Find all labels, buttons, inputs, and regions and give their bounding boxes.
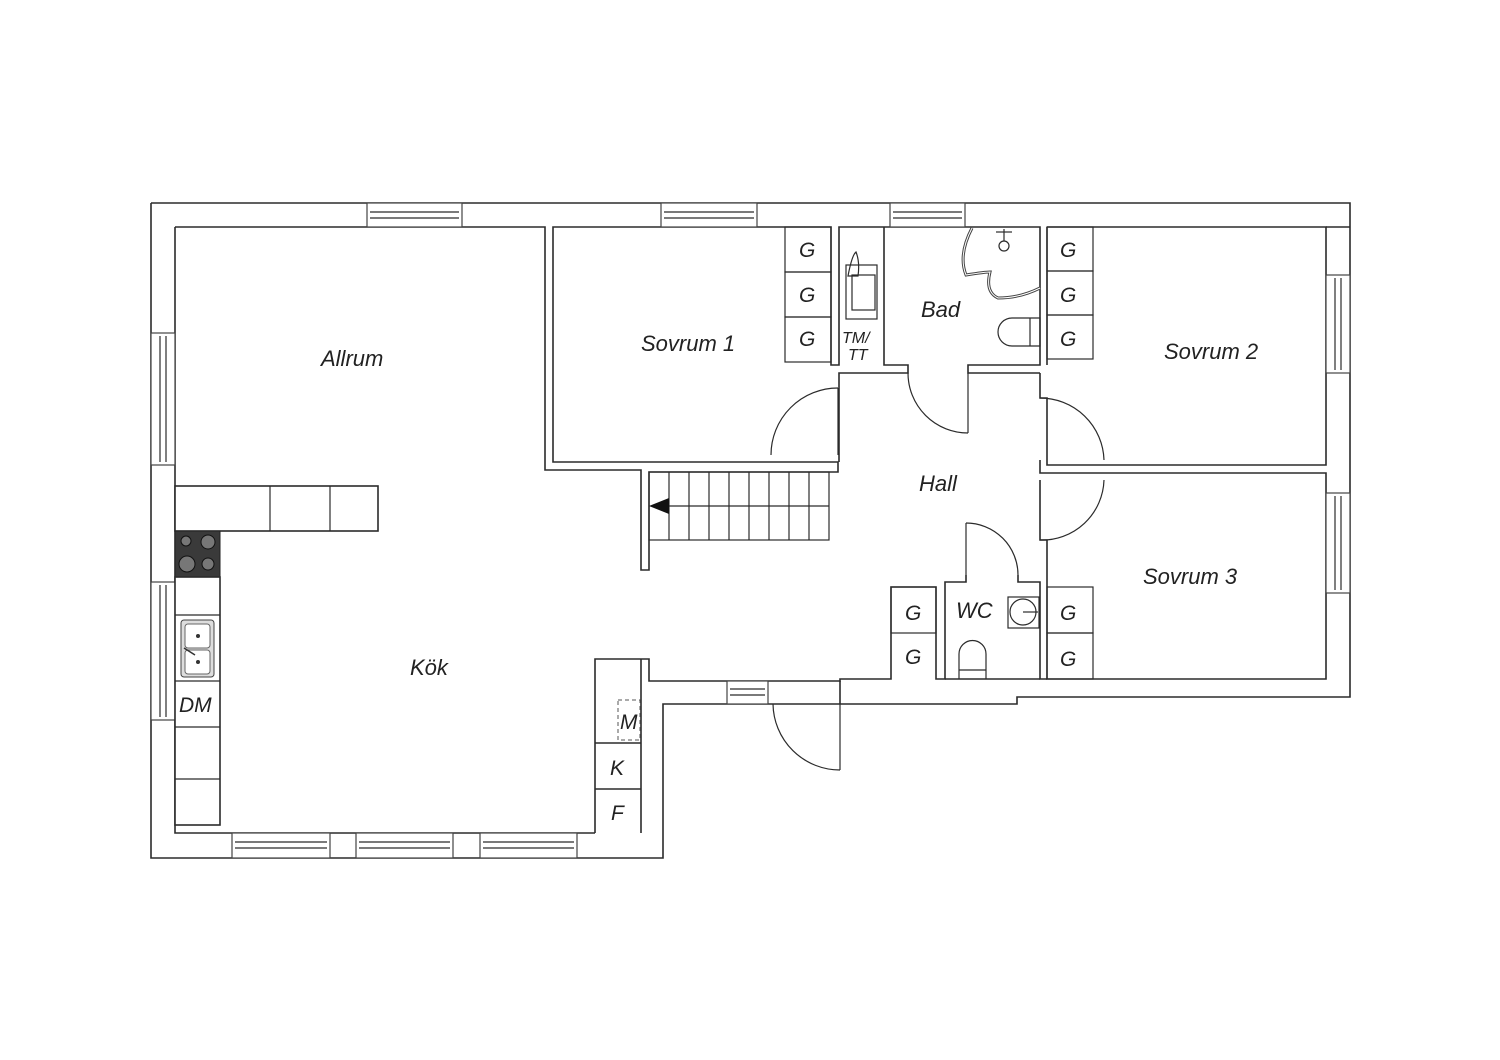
room-label-sovrum2: Sovrum 2	[1164, 339, 1258, 364]
sink-icon	[180, 619, 215, 678]
shower-icon	[998, 240, 1010, 252]
door-wc	[965, 522, 1019, 576]
bathroom-fixtures: TM/ TT	[842, 227, 1041, 679]
doors	[770, 372, 1105, 771]
room-label-allrum: Allrum	[319, 346, 383, 371]
room-label-kok: Kök	[410, 655, 449, 680]
closet-label: G	[905, 646, 921, 669]
washer-dryer-label-2: TT	[848, 347, 869, 364]
door-sovrum3	[1039, 479, 1105, 541]
microwave-label: M	[620, 711, 638, 734]
wc-washbasin-icon	[1007, 596, 1040, 629]
wc-toilet-icon	[958, 639, 987, 679]
door-sovrum1	[770, 387, 839, 456]
washer-dryer-label: TM/	[842, 330, 871, 347]
closet-label: G	[799, 328, 815, 351]
closet-label: G	[799, 284, 815, 307]
door-bad	[907, 372, 969, 434]
room-label-hall: Hall	[919, 471, 958, 496]
closet-label: G	[1060, 602, 1076, 625]
room-labels: Allrum Kök Sovrum 1 Sovrum 2 Sovrum 3 Ba…	[319, 297, 1258, 680]
closet-label: G	[1060, 648, 1076, 671]
room-label-sovrum3: Sovrum 3	[1143, 564, 1238, 589]
closet-label: G	[1060, 284, 1076, 307]
entrance-door	[772, 703, 841, 771]
closet-label: G	[799, 239, 815, 262]
fridge-label: K	[610, 757, 625, 780]
closets: G G G G G G G G G G	[784, 226, 1094, 680]
closet-label: G	[1060, 328, 1076, 351]
closet-label: G	[905, 602, 921, 625]
staircase	[648, 471, 830, 541]
door-sovrum2	[1039, 397, 1105, 461]
closet-label: G	[1060, 239, 1076, 262]
room-label-sovrum1: Sovrum 1	[641, 331, 735, 356]
toilet-icon	[997, 317, 1041, 347]
kitchen-fixtures: DM M K F	[174, 485, 641, 826]
freezer-label: F	[611, 802, 625, 825]
room-label-wc: WC	[956, 598, 993, 623]
washbasin-icon	[845, 264, 878, 320]
stair-arrow-icon	[649, 498, 669, 514]
room-label-bad: Bad	[921, 297, 961, 322]
dishwasher-label: DM	[179, 694, 212, 717]
windows	[150, 202, 1351, 859]
